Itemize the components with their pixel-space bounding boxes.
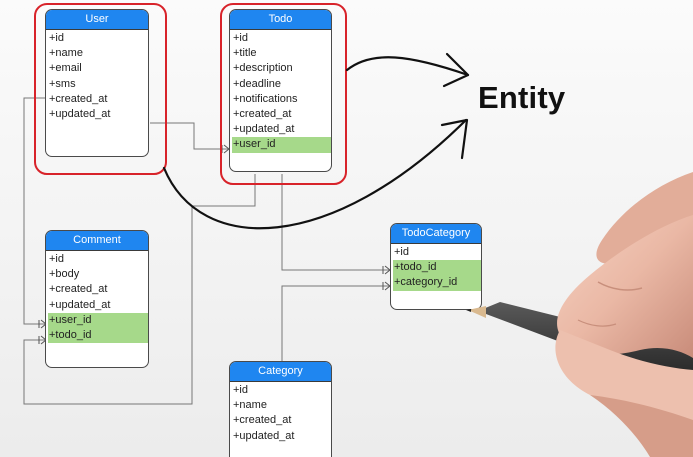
entity-todocategory-field: +id <box>394 246 409 258</box>
entity-user-field: +id <box>49 32 64 44</box>
arrow-user-to-label <box>162 118 468 230</box>
entity-todocategory-field-foreign-key: +category_id <box>393 275 481 291</box>
entity-todo-field: +description <box>233 62 293 75</box>
entity-todo-field: +notifications <box>233 92 298 105</box>
relation-todo-todocategory <box>281 174 390 271</box>
entity-category-field: +id <box>233 384 248 396</box>
entity-user-field: +name <box>49 47 83 60</box>
arrow-todo-to-label <box>345 56 470 77</box>
entity-category-fields: +id +name +created_at +updated_at <box>230 382 331 444</box>
entity-category-field: +updated_at <box>233 429 295 442</box>
entity-comment-field: +id <box>49 253 64 265</box>
entity-todo-field: +deadline <box>233 77 282 90</box>
entity-todocategory-field-foreign-key: +todo_id <box>393 260 481 276</box>
entity-todo-field: +id <box>233 32 248 44</box>
entity-user-field: +email <box>49 62 82 75</box>
entity-todo-field: +updated_at <box>233 123 295 136</box>
entity-todo-fields: +id +title +description +deadline +notificat… <box>230 30 331 153</box>
entity-user-field: +created_at <box>49 92 108 105</box>
entity-comment-title: Comment <box>46 231 148 251</box>
entity-todo[interactable]: Todo +id +title +description +deadline +noti… <box>229 9 332 172</box>
entity-category[interactable]: Category +id +name +created_at +updated_at <box>229 361 332 457</box>
entity-todo-title: Todo <box>230 10 331 30</box>
entity-todo-field: +created_at <box>233 107 292 120</box>
entity-category-field: +created_at <box>233 414 292 427</box>
entity-user-field: +updated_at <box>49 107 111 120</box>
entity-todocategory-title: TodoCategory <box>391 224 481 244</box>
entity-user-fields: +id +name +email +sms +created_at +updated_at <box>46 30 148 122</box>
todo-highlight-outline <box>220 3 347 185</box>
user-highlight-outline <box>34 3 167 175</box>
entity-comment-fields: +id +body +created_at +updated_at+user_id+t… <box>46 251 148 344</box>
entity-comment-field: +updated_at <box>49 298 111 311</box>
entity-label: Entity <box>478 80 566 115</box>
entity-category-title: Category <box>230 362 331 382</box>
entity-comment-field: +created_at <box>49 283 108 296</box>
entity-comment-field-foreign-key: +user_id <box>48 312 148 328</box>
entity-user[interactable]: User +id +name +email +sms +created_at +updat… <box>45 9 149 157</box>
entity-todo-field-foreign-key: +user_id <box>232 137 331 153</box>
relation-user-todo <box>150 122 229 150</box>
relation-todo-comment <box>23 174 256 405</box>
entity-user-title: User <box>46 10 148 30</box>
entity-comment-field: +body <box>49 268 80 281</box>
entity-todo-field: +title <box>233 47 257 60</box>
entity-todocategory-fields: +id +todo_id+category_id <box>391 244 481 291</box>
relation-category-todocategory <box>281 285 390 362</box>
entity-user-field: +sms <box>49 77 76 90</box>
arrowhead-bottom <box>440 118 469 160</box>
entity-comment[interactable]: Comment +id +body +created_at +updated_at+u… <box>45 230 149 368</box>
entity-category-field: +name <box>233 399 267 412</box>
arrowhead-top <box>442 52 470 88</box>
entity-comment-field-foreign-key: +todo_id <box>48 327 148 344</box>
entity-todocategory[interactable]: TodoCategory +id +todo_id+category_id <box>390 223 482 310</box>
